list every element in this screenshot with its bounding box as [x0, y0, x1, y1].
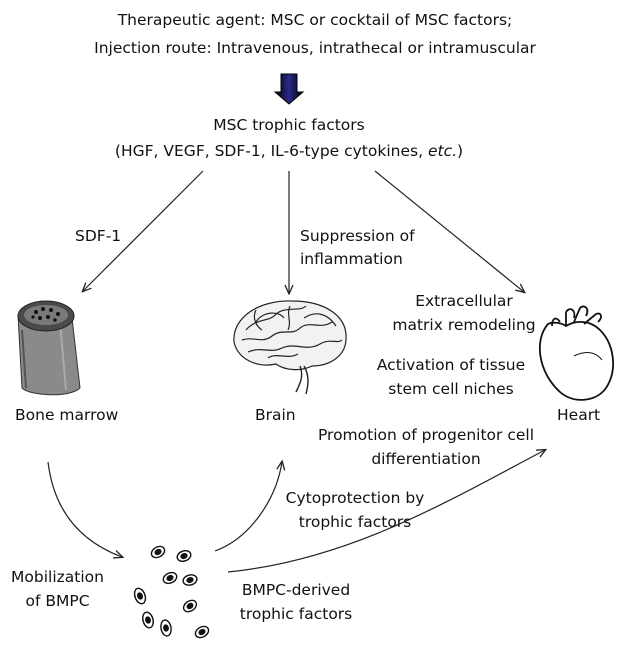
- brain-icon: [233, 300, 347, 395]
- sdf1-label: SDF-1: [75, 227, 122, 245]
- bone-marrow-label: Bone marrow: [15, 406, 119, 424]
- suppression-label-1: Suppression of: [300, 227, 415, 245]
- ecm-label-1: Extracellular: [415, 292, 513, 310]
- bmpc-derived-label-1: BMPC-derived: [241, 581, 351, 599]
- header-line-1: Therapeutic agent: MSC or cocktail of MS…: [117, 11, 513, 29]
- trophic-factors-title: MSC trophic factors: [213, 116, 365, 134]
- bmpc-cells-icon: [133, 545, 210, 639]
- trophic-list-etc: etc.: [427, 142, 458, 160]
- activation-label-1: Activation of tissue: [376, 356, 526, 374]
- promotion-label-2: differentiation: [371, 450, 481, 468]
- promotion-label-1: Promotion of progenitor cell: [317, 426, 535, 444]
- mobilization-label-2: of BMPC: [25, 592, 90, 610]
- arrow-to-heart: [374, 170, 524, 292]
- heart-label: Heart: [557, 406, 601, 424]
- heart-icon: [538, 305, 614, 401]
- trophic-list-text: (HGF, VEGF, SDF-1, IL-6-type cytokines,: [114, 142, 428, 160]
- ecm-label-2: matrix remodeling: [392, 316, 536, 334]
- cytoprotection-label-1: Cytoprotection by: [285, 489, 425, 507]
- activation-label-2: stem cell niches: [388, 380, 514, 398]
- trophic-factors-list: (HGF, VEGF, SDF-1, IL-6-type cytokines, …: [0, 141, 578, 162]
- suppression-label-2: inflammation: [300, 250, 403, 268]
- arrow-bone-to-bmpc: [47, 461, 122, 557]
- mobilization-label-1: Mobilization: [11, 568, 104, 586]
- bone-marrow-icon: [17, 300, 81, 396]
- cytoprotection-label-2: trophic factors: [298, 513, 412, 531]
- down-arrow-icon: [273, 73, 305, 105]
- brain-label: Brain: [255, 406, 296, 424]
- arrow-to-bone-marrow: [83, 170, 204, 291]
- arrow-bmpc-to-heart: [227, 450, 545, 573]
- trophic-list-close: ): [457, 142, 464, 160]
- bmpc-derived-label-2: trophic factors: [239, 605, 353, 623]
- arrow-bmpc-to-brain: [214, 462, 282, 552]
- header-line-2: Injection route: Intravenous, intratheca…: [94, 39, 536, 57]
